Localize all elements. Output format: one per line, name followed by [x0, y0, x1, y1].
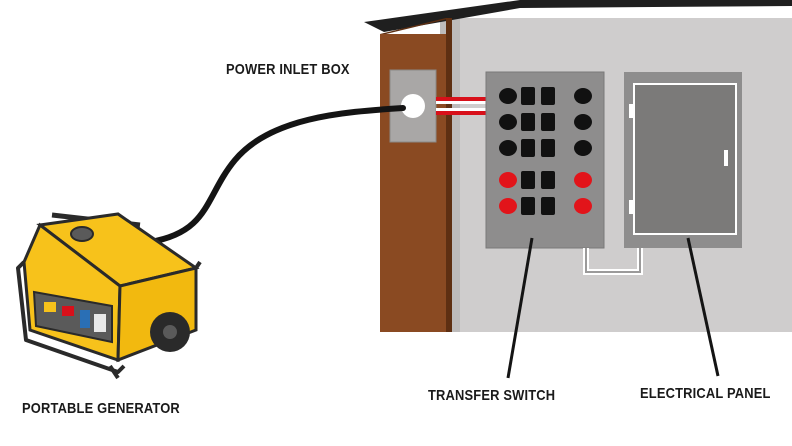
roof-eave — [364, 0, 792, 32]
wire-lower — [436, 110, 488, 115]
transfer-switch-label: TRANSFER SWITCH — [428, 387, 556, 404]
transfer-switch — [485, 71, 605, 249]
breaker-black-square — [521, 171, 535, 189]
breaker-black-square — [521, 139, 535, 157]
breaker-black-square — [541, 139, 555, 157]
breaker-red-round — [574, 172, 592, 188]
breaker-red-round — [574, 198, 592, 214]
generator-outlet-1 — [44, 302, 56, 312]
breaker-black-round — [499, 88, 517, 104]
generator-cable — [147, 105, 406, 245]
electrical-panel-label: ELECTRICAL PANEL — [640, 385, 771, 402]
inlet-socket — [401, 94, 425, 118]
breaker-grid — [499, 87, 592, 215]
breaker-black-square — [541, 171, 555, 189]
panel-latch — [724, 150, 728, 166]
generator-outlet-4 — [94, 314, 106, 332]
generator-frame — [16, 260, 202, 374]
breaker-black-round — [499, 114, 517, 130]
wire-upper — [436, 97, 488, 102]
breaker-black-round — [499, 140, 517, 156]
pointer-lines — [506, 237, 720, 379]
inlet-to-switch-wires — [436, 97, 488, 115]
breaker-black-square — [541, 197, 555, 215]
breaker-black-square — [541, 113, 555, 131]
breaker-black-round — [574, 114, 592, 130]
panel-hinge-bottom — [629, 200, 633, 214]
generator-outlet-3 — [80, 310, 90, 328]
breaker-black-square — [521, 113, 535, 131]
conduit-inner — [585, 248, 641, 273]
wood-post — [380, 18, 452, 332]
wood-post-top — [380, 18, 452, 34]
electrical-panel-pointer — [686, 237, 720, 377]
panel-hinge-top — [629, 104, 633, 118]
breaker-red-round — [499, 198, 517, 214]
electrical-panel-door — [633, 83, 737, 235]
breaker-black-square — [521, 87, 535, 105]
breaker-black-round — [574, 140, 592, 156]
portable-generator — [16, 212, 202, 380]
power-inlet-box-label: POWER INLET BOX — [226, 61, 350, 78]
breaker-black-square — [541, 87, 555, 105]
breaker-red-round — [499, 172, 517, 188]
conduit — [583, 248, 643, 275]
portable-generator-label: PORTABLE GENERATOR — [22, 400, 180, 417]
generator-outlet-2 — [62, 306, 74, 316]
electrical-panel — [624, 72, 742, 248]
breaker-black-round — [574, 88, 592, 104]
breaker-black-square — [521, 197, 535, 215]
fuel-cap — [70, 226, 94, 242]
transfer-switch-pointer — [506, 237, 534, 379]
wood-post-side — [446, 18, 452, 332]
power-inlet-box — [389, 69, 437, 143]
